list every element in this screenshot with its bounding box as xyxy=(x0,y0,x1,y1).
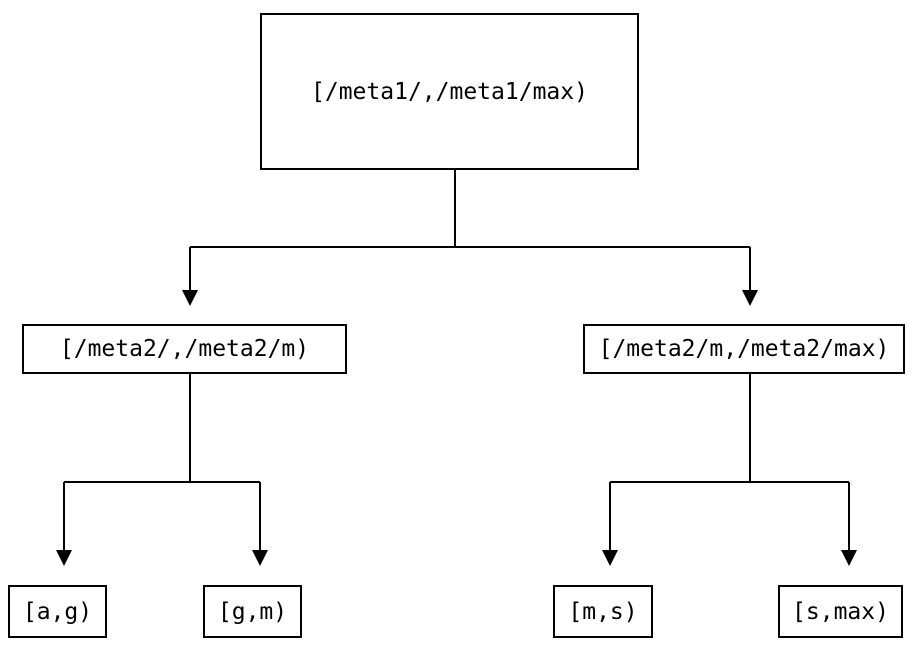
edge-root-to-level2 xyxy=(189,170,751,291)
arrow-down-icon xyxy=(602,550,618,566)
node-leaf-smax: [s,max) xyxy=(778,585,903,638)
node-leaf-ms-label: [m,s) xyxy=(568,598,638,625)
node-meta2-left-label: [/meta2/,/meta2/m) xyxy=(59,336,310,362)
node-leaf-smax-label: [s,max) xyxy=(792,598,889,625)
edge-left-to-leaves xyxy=(63,374,261,551)
node-leaf-gm-label: [g,m) xyxy=(217,598,288,625)
node-leaf-ag-label: [a,g) xyxy=(22,598,93,625)
node-leaf-ag: [a,g) xyxy=(8,585,107,638)
arrow-down-icon xyxy=(182,290,198,306)
node-leaf-ms: [m,s) xyxy=(553,585,653,638)
arrow-down-icon xyxy=(742,290,758,306)
node-meta2-right-label: [/meta2/m,/meta2/max) xyxy=(598,336,890,362)
arrow-down-icon xyxy=(252,550,268,566)
node-leaf-gm: [g,m) xyxy=(203,585,302,638)
arrow-down-icon xyxy=(56,550,72,566)
edge-right-to-leaves xyxy=(609,374,850,551)
node-meta2-left: [/meta2/,/meta2/m) xyxy=(22,324,347,374)
node-root-meta1-label: [/meta1/,/meta1/max) xyxy=(311,78,588,105)
node-meta2-right: [/meta2/m,/meta2/max) xyxy=(583,324,905,374)
node-root-meta1: [/meta1/,/meta1/max) xyxy=(260,13,639,170)
arrow-down-icon xyxy=(841,550,857,566)
